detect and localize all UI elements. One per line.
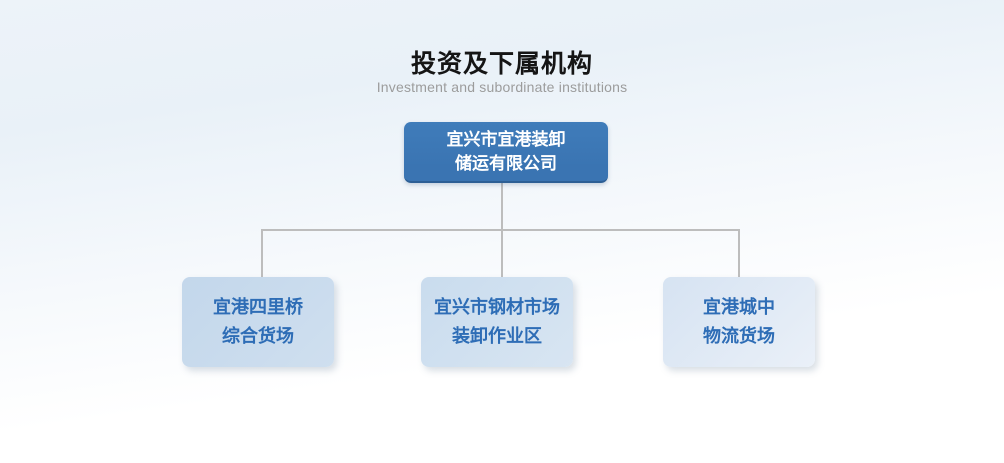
org-node-child-citycenter-logistics-yard: 宜港城中 物流货场 <box>663 277 815 367</box>
org-node-root-label-line1: 宜兴市宜港装卸 <box>446 129 566 149</box>
org-node-child-label-line1: 宜兴市钢材市场 <box>434 297 560 317</box>
org-node-child-label-line2: 物流货场 <box>703 326 775 346</box>
page-title: 投资及下属机构 <box>410 50 593 78</box>
org-node-child-label-line1: 宜港城中 <box>703 297 775 317</box>
org-node-child-label-line2: 综合货场 <box>222 326 294 346</box>
org-node-root-label-line2: 储运有限公司 <box>455 153 557 173</box>
org-node-child-steel-market-area: 宜兴市钢材市场 装卸作业区 <box>421 277 573 367</box>
org-node-root: 宜兴市宜港装卸 储运有限公司 <box>404 122 608 183</box>
org-node-child-label-line2: 装卸作业区 <box>452 326 542 346</box>
page-subtitle: Investment and subordinate institutions <box>376 79 628 95</box>
org-node-child-label-line1: 宜港四里桥 <box>213 297 303 317</box>
org-node-child-silibridge-yard: 宜港四里桥 综合货场 <box>182 277 334 367</box>
